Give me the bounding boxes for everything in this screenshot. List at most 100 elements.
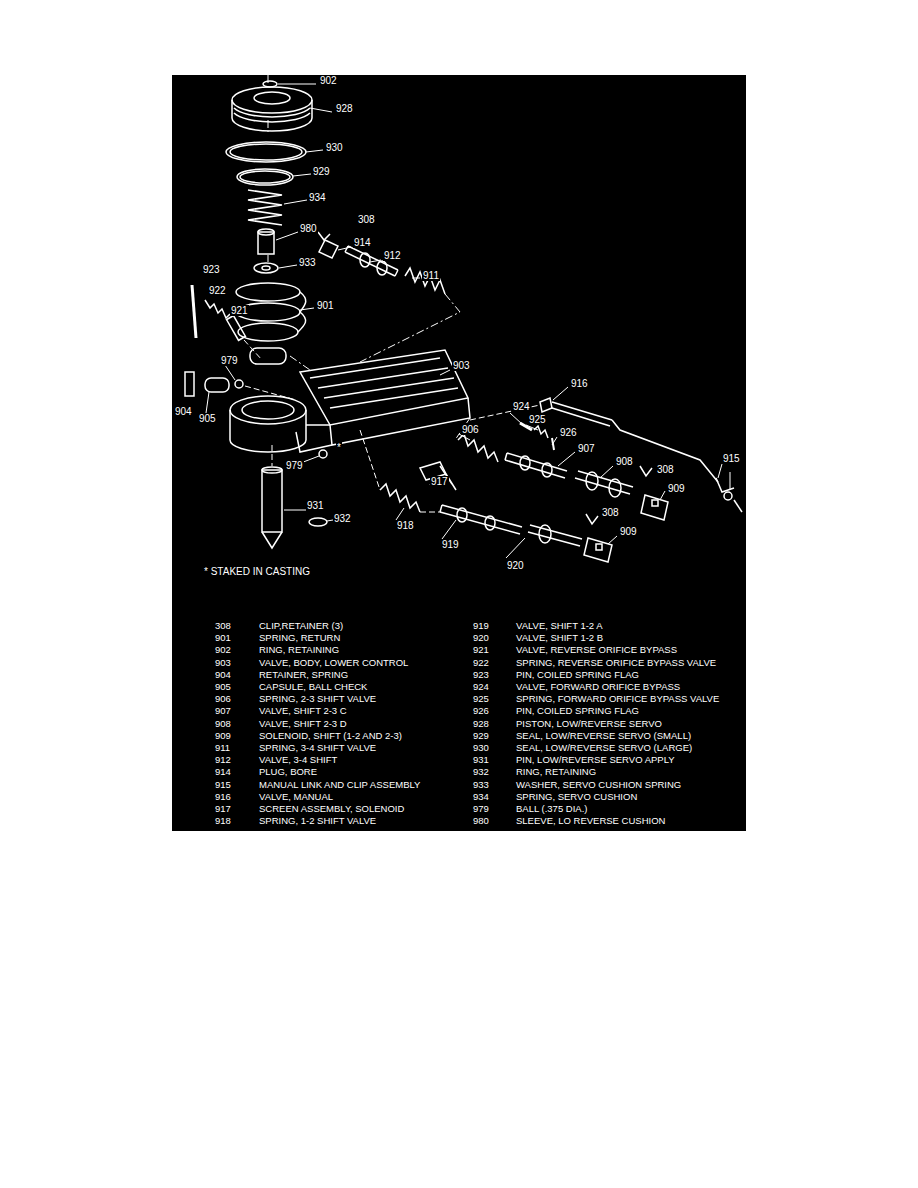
callout-number: 907 xyxy=(577,443,596,454)
part-name: BALL (.375 DIA.) xyxy=(515,803,588,814)
callout-number: 928 xyxy=(335,103,354,114)
part-name: SCREEN ASSEMBLY, SOLENOID xyxy=(258,803,405,814)
callout-number: * xyxy=(336,442,342,453)
part-name: RETAINER, SPRING xyxy=(258,669,349,680)
callout-number: 308 xyxy=(601,507,620,518)
part-number: 918 xyxy=(214,815,232,826)
part-name: CAPSULE, BALL CHECK xyxy=(258,681,368,692)
callout-number: 921 xyxy=(230,305,249,316)
callout-number: 979 xyxy=(220,355,239,366)
part-name: PIN, COILED SPRING FLAG xyxy=(515,705,640,716)
callout-number: 934 xyxy=(308,192,327,203)
part-number: 911 xyxy=(214,742,231,753)
callout-number: 918 xyxy=(396,520,415,531)
part-number: 907 xyxy=(214,705,232,716)
part-number: 917 xyxy=(214,803,232,814)
part-number: 928 xyxy=(472,718,490,729)
part-number: 930 xyxy=(472,742,490,753)
callout-number: 906 xyxy=(461,424,480,435)
callout-number: 911 xyxy=(422,270,440,281)
callout-number: 931 xyxy=(306,500,325,511)
part-name: PLUG, BORE xyxy=(258,766,318,777)
part-name: SPRING, RETURN xyxy=(258,632,341,643)
part-number: 914 xyxy=(214,766,232,777)
part-number: 912 xyxy=(214,754,232,765)
part-number: 925 xyxy=(472,693,490,704)
part-number: 920 xyxy=(472,632,490,643)
part-name: RING, RETAINING xyxy=(515,766,597,777)
part-name: WASHER, SERVO CUSHION SPRING xyxy=(515,779,682,790)
callout-number: 909 xyxy=(619,526,638,537)
callout-number: 904 xyxy=(174,406,193,417)
part-number: 926 xyxy=(472,705,490,716)
callout-number: 909 xyxy=(667,483,686,494)
part-number: 904 xyxy=(214,669,232,680)
callout-number: 917 xyxy=(430,476,449,487)
part-number: 924 xyxy=(472,681,490,692)
part-name: VALVE, MANUAL xyxy=(258,791,334,802)
part-number: 931 xyxy=(472,754,490,765)
part-name: SOLENOID, SHIFT (1-2 AND 2-3) xyxy=(258,730,403,741)
part-name: VALVE, SHIFT 2-3 C xyxy=(258,705,348,716)
part-name: VALVE, SHIFT 1-2 A xyxy=(515,620,604,631)
note-text: * STAKED IN CASTING xyxy=(203,566,311,577)
callout-number: 979 xyxy=(285,460,304,471)
part-number: 932 xyxy=(472,766,490,777)
callout-number: 915 xyxy=(722,453,741,464)
part-number: 915 xyxy=(214,779,232,790)
part-name: RING, RETAINING xyxy=(258,644,340,655)
part-name: VALVE, 3-4 SHIFT xyxy=(258,754,338,765)
part-name: SPRING, 3-4 SHIFT VALVE xyxy=(258,742,377,753)
callout-number: 308 xyxy=(357,214,376,225)
part-number: 901 xyxy=(214,632,232,643)
callout-number: 908 xyxy=(615,456,634,467)
part-number: 929 xyxy=(472,730,490,741)
part-name: MANUAL LINK AND CLIP ASSEMBLY xyxy=(258,779,421,790)
callout-number: 920 xyxy=(506,560,525,571)
callout-number: 308 xyxy=(656,464,675,475)
part-name: PIN, COILED SPRING FLAG xyxy=(515,669,640,680)
callout-number: 926 xyxy=(559,427,578,438)
part-number: 903 xyxy=(214,657,232,668)
part-name: VALVE, REVERSE ORIFICE BYPASS xyxy=(515,644,678,655)
part-number: 979 xyxy=(472,803,490,814)
callout-number: 912 xyxy=(383,250,402,261)
part-number: 923 xyxy=(472,669,490,680)
part-number: 919 xyxy=(472,620,490,631)
callout-number: 903 xyxy=(452,360,471,371)
callout-number: 923 xyxy=(202,264,221,275)
callout-number: 919 xyxy=(441,539,460,550)
part-name: SLEEVE, LO REVERSE CUSHION xyxy=(515,815,666,826)
part-name: PISTON, LOW/REVERSE SERVO xyxy=(515,718,663,729)
part-name: VALVE, SHIFT 2-3 D xyxy=(258,718,348,729)
part-name: SEAL, LOW/REVERSE SERVO (SMALL) xyxy=(515,730,692,741)
part-number: 934 xyxy=(472,791,490,802)
callout-number: 925 xyxy=(528,414,547,425)
part-name: SPRING, 2-3 SHIFT VALVE xyxy=(258,693,377,704)
part-number: 908 xyxy=(214,718,232,729)
part-name: PIN, LOW/REVERSE SERVO APPLY xyxy=(515,754,676,765)
callout-number: 901 xyxy=(316,300,335,311)
callout-number: 929 xyxy=(312,166,331,177)
part-name: SPRING, 1-2 SHIFT VALVE xyxy=(258,815,377,826)
part-name: SPRING, SERVO CUSHION xyxy=(515,791,638,802)
callout-number: 924 xyxy=(512,401,531,412)
part-number: 921 xyxy=(472,644,490,655)
callout-number: 933 xyxy=(298,257,317,268)
callout-number: 930 xyxy=(325,142,344,153)
callout-number: 905 xyxy=(198,413,217,424)
part-name: CLIP,RETAINER (3) xyxy=(258,620,344,631)
callout-number: 932 xyxy=(333,513,352,524)
part-name: VALVE, SHIFT 1-2 B xyxy=(515,632,604,643)
part-number: 933 xyxy=(472,779,490,790)
part-name: SPRING, REVERSE ORIFICE BYPASS VALVE xyxy=(515,657,717,668)
callout-number: 980 xyxy=(299,223,318,234)
part-number: 906 xyxy=(214,693,232,704)
part-number: 909 xyxy=(214,730,232,741)
part-name: VALVE, BODY, LOWER CONTROL xyxy=(258,657,409,668)
callout-number: 916 xyxy=(570,378,589,389)
part-number: 902 xyxy=(214,644,232,655)
part-name: SEAL, LOW/REVERSE SERVO (LARGE) xyxy=(515,742,693,753)
callout-number: 914 xyxy=(353,237,372,248)
